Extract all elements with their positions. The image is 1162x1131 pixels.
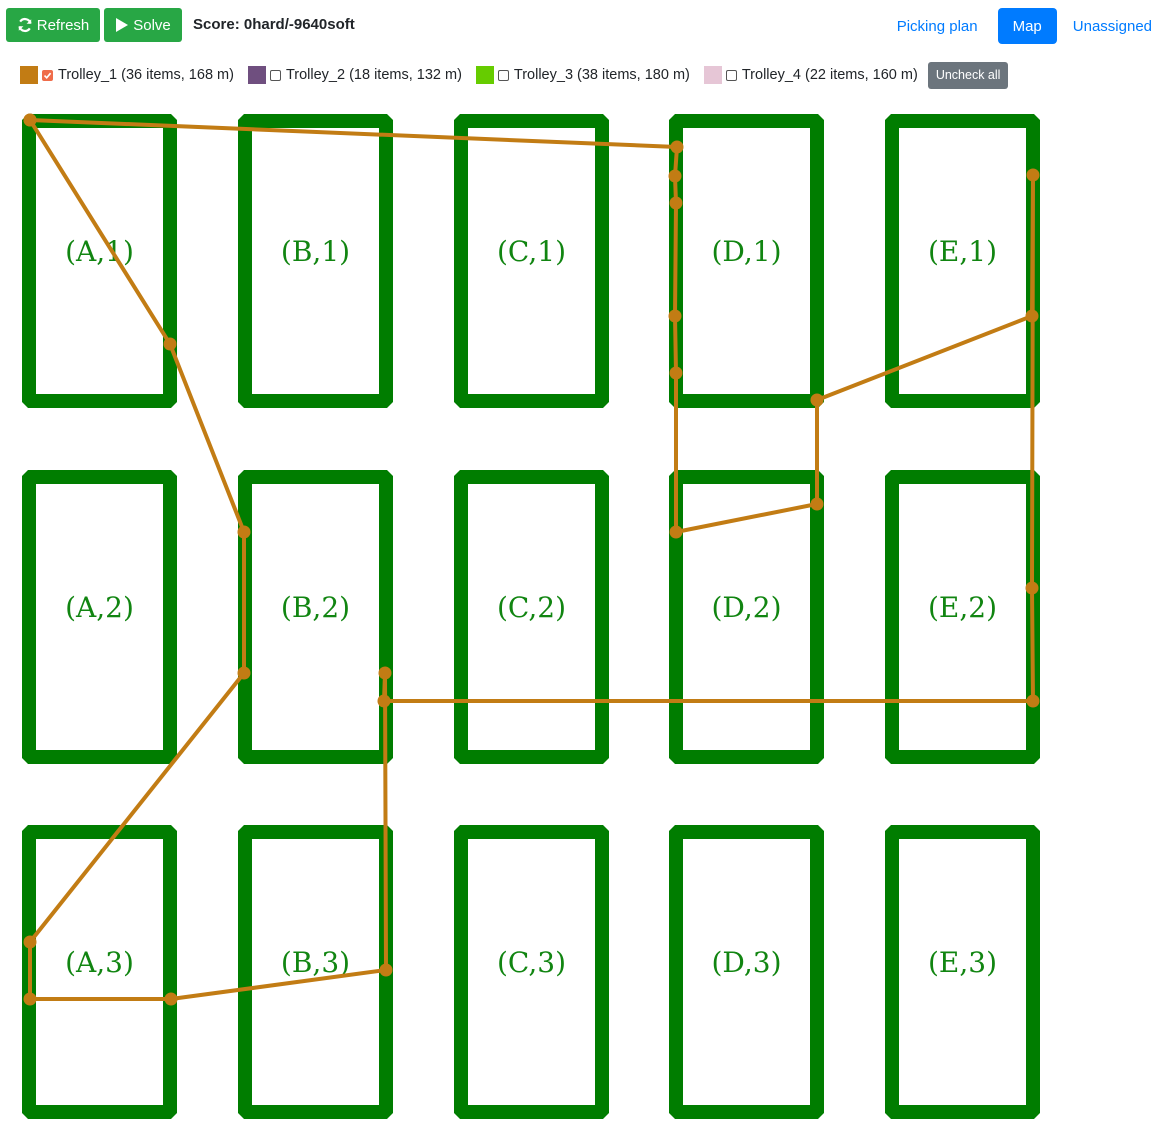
color-swatch: [247, 66, 266, 84]
pick-location-dot: [1025, 581, 1039, 595]
solve-label: Solve: [133, 16, 171, 34]
trolley-checkbox[interactable]: [725, 69, 737, 81]
view-tabs: Picking plan Map Unassigned: [887, 8, 1162, 44]
pick-location-dot: [379, 963, 393, 977]
rack-label: (B,1): [281, 235, 350, 268]
rack-label: (A,1): [65, 235, 134, 268]
trolley-checkbox[interactable]: [269, 69, 281, 81]
sync-icon: [18, 17, 32, 33]
legend-item-trolley-4[interactable]: Trolley_4 (22 items, 160 m): [703, 66, 918, 84]
pick-location-dot: [670, 140, 684, 154]
rack: (E,1): [885, 114, 1040, 408]
rack: (E,3): [885, 825, 1040, 1119]
uncheck-all-button[interactable]: Uncheck all: [927, 61, 1009, 89]
rack-label: (E,3): [928, 946, 997, 979]
tab-picking-plan[interactable]: Picking plan: [896, 17, 978, 35]
pick-location-dot: [377, 694, 391, 708]
pick-location-dot: [23, 935, 37, 949]
rack: (A,3): [22, 825, 177, 1119]
color-swatch: [475, 66, 494, 84]
legend-item-trolley-3[interactable]: Trolley_3 (38 items, 180 m): [475, 66, 690, 84]
trolley-label: Trolley_1 (36 items, 168 m): [58, 67, 234, 83]
pick-location-dot: [163, 337, 177, 351]
trolley-label: Trolley_3 (38 items, 180 m): [513, 67, 690, 83]
toolbar: Refresh Solve Score: 0hard/-9640soft Pic…: [0, 0, 1162, 50]
rack-label: (D,2): [711, 591, 781, 624]
rack-label: (B,2): [281, 591, 350, 624]
rack-label: (B,3): [281, 946, 350, 979]
legend-item-trolley-2[interactable]: Trolley_2 (18 items, 132 m): [247, 66, 462, 84]
pick-location-dot: [164, 992, 178, 1006]
pick-location-dot: [1026, 694, 1040, 708]
pick-location-dot: [378, 666, 392, 680]
pick-location-dot: [237, 525, 251, 539]
pick-location-dot: [810, 393, 824, 407]
rack: (D,3): [669, 825, 824, 1119]
pick-location-dot: [669, 366, 683, 380]
rack-label: (E,1): [928, 235, 997, 268]
color-swatch: [20, 66, 38, 84]
check-icon: [43, 72, 52, 79]
pick-location-dot: [669, 196, 683, 210]
pick-location-dot: [668, 309, 682, 323]
rack-label: (C,3): [497, 946, 566, 979]
color-swatch: [703, 66, 722, 84]
rack-label: (D,1): [711, 235, 781, 268]
rack: (D,1): [669, 114, 824, 408]
rack-label: (A,3): [65, 946, 134, 979]
rack: (B,1): [238, 114, 393, 408]
rack: (A,1): [22, 114, 177, 408]
rack: (C,1): [454, 114, 609, 408]
refresh-button[interactable]: Refresh: [6, 8, 100, 42]
trolley-label: Trolley_2 (18 items, 132 m): [285, 67, 462, 83]
play-icon: [116, 18, 129, 32]
rack-label: (D,3): [711, 946, 781, 979]
rack: (D,2): [669, 470, 824, 764]
score-text: Score: 0hard/-9640soft: [193, 16, 355, 33]
rack-label: (C,2): [497, 591, 566, 624]
trolley-checkbox[interactable]: [42, 69, 53, 81]
pick-location-dot: [1025, 309, 1039, 323]
route-trolley-1: [23, 113, 1040, 1006]
rack-label: (E,2): [928, 591, 997, 624]
trolley-label: Trolley_4 (22 items, 160 m): [741, 67, 918, 83]
rack: (B,2): [238, 470, 393, 764]
refresh-label: Refresh: [36, 16, 90, 34]
rack-label: (A,2): [65, 591, 134, 624]
rack-label: (C,1): [497, 235, 566, 268]
pick-location-dot: [668, 169, 682, 183]
racks-layer: (A,1) (B,1) (C,1) (D,1) (E,1) (A,2) (B,2) (C,2)…: [22, 114, 1040, 1119]
pick-location-dot: [1026, 168, 1040, 182]
trolley-checkbox[interactable]: [497, 69, 509, 81]
pick-location-dot: [669, 525, 683, 539]
legend-item-trolley-1[interactable]: Trolley_1 (36 items, 168 m): [20, 66, 234, 84]
pick-location-dot: [810, 497, 824, 511]
rack: (E,2): [885, 470, 1040, 764]
pick-location-dot: [23, 992, 37, 1006]
trolley-legend: Trolley_1 (36 items, 168 m) Trolley_2 (1…: [20, 61, 1009, 89]
solve-button[interactable]: Solve: [104, 8, 182, 42]
pick-location-dot: [23, 113, 37, 127]
rack: (C,2): [454, 470, 609, 764]
tab-unassigned[interactable]: Unassigned: [1072, 17, 1152, 35]
rack: (A,2): [22, 470, 177, 764]
tab-map[interactable]: Map: [997, 8, 1057, 44]
rack: (C,3): [454, 825, 609, 1119]
pick-location-dot: [237, 666, 251, 680]
